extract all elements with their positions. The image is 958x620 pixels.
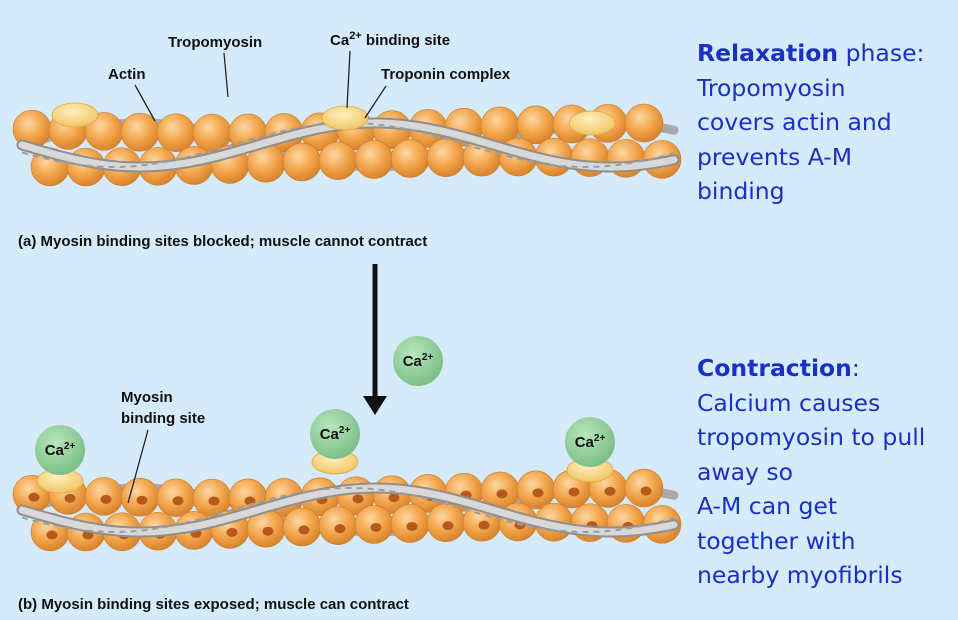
myosin-binding-site-dot <box>442 521 454 531</box>
panel-b-labels: Myosin binding site (b) Myosin binding s… <box>18 389 409 613</box>
myosin-binding-site-dot <box>568 487 580 497</box>
myosin-label-line1: Myosin <box>121 389 173 406</box>
actin-leader <box>134 84 156 122</box>
myosin-binding-site-dot <box>172 496 184 506</box>
actin-bead <box>282 142 322 182</box>
actin-filament-exposed <box>12 449 682 552</box>
transition-arrow <box>363 264 387 415</box>
troponin-leader <box>364 85 387 119</box>
relaxation-line: binding <box>697 177 785 205</box>
contraction-line: Calcium causes <box>697 388 881 417</box>
contraction-description: Contraction: Calcium causes tropomyosin … <box>697 351 925 593</box>
myosin-binding-site-dot <box>352 494 364 504</box>
myosin-binding-site-dot <box>370 522 382 532</box>
caption-a: (a) Myosin binding sites blocked; muscle… <box>18 233 427 250</box>
actin-bead <box>354 140 394 179</box>
actin-bead <box>156 113 196 153</box>
bound-calcium-circle <box>310 409 360 459</box>
actin-filament-blocked <box>12 102 682 187</box>
myosin-label-line2: binding site <box>121 410 205 427</box>
myosin-binding-site-dot <box>46 530 58 540</box>
contraction-line: A-M can get <box>697 492 838 520</box>
troponin-complex <box>321 105 369 131</box>
contraction-heading: Contraction: <box>697 354 860 382</box>
bound-calcium-circle <box>35 425 85 475</box>
caption-b: (b) Myosin binding sites exposed; muscle… <box>18 596 409 613</box>
tropomyosin-label: Tropomyosin <box>168 34 262 51</box>
contraction-line: away so <box>697 457 794 486</box>
myosin-binding-site-dot <box>496 489 508 499</box>
relaxation-heading: Relaxation phase: <box>697 39 925 67</box>
myosin-binding-site-dot <box>334 524 346 534</box>
contraction-line: tropomyosin to pull <box>697 423 926 451</box>
relaxation-line: prevents A-M <box>697 142 853 171</box>
contraction-line: nearby myofibrils <box>697 561 903 589</box>
troponin-complex <box>51 102 99 128</box>
actin-label: Actin <box>108 66 146 83</box>
svg-text:Ca2+: Ca2+ <box>403 352 434 370</box>
panel-a-labels: Tropomyosin Ca2+ binding site Actin Trop… <box>18 30 511 250</box>
tropomyosin-leader <box>223 52 229 98</box>
bound-calcium-label: Ca2+ <box>575 433 606 451</box>
myosin-binding-site-dot <box>28 492 40 502</box>
relaxation-line: covers actin and <box>697 108 892 136</box>
free-calcium-ion: Ca2+ <box>393 336 443 386</box>
ca-binding-site-label: Ca2+ binding site <box>330 30 450 49</box>
myosin-binding-site-dot <box>406 521 418 531</box>
actin-bead <box>624 103 664 143</box>
relaxation-description: Relaxation phase: Tropomyosin covers act… <box>697 36 924 209</box>
myosin-binding-site-dot <box>100 494 112 504</box>
myosin-binding-site-dot <box>136 495 148 505</box>
actin-bead <box>390 139 430 178</box>
myosin-binding-site-dot <box>64 493 76 503</box>
myosin-binding-site-dot <box>604 486 616 496</box>
myosin-binding-site-dot <box>226 527 238 537</box>
myosin-binding-site-dot <box>208 496 220 506</box>
actin-bead <box>426 138 466 177</box>
myosin-binding-site-dot <box>532 488 544 498</box>
actin-bead <box>516 105 556 145</box>
bound-calcium-label: Ca2+ <box>320 425 351 443</box>
troponin-complex-label: Troponin complex <box>381 66 511 83</box>
myosin-site-leader <box>127 429 149 504</box>
ca-site-leader <box>346 50 351 109</box>
bound-calcium-label: Ca2+ <box>45 441 76 459</box>
troponin-complex <box>568 110 616 136</box>
myosin-binding-site-dot <box>640 486 652 496</box>
bound-calcium-ions: Ca2+ Ca2+ Ca2+ <box>35 409 615 475</box>
myosin-binding-site-dot <box>298 525 310 535</box>
relaxation-line: Tropomyosin <box>697 73 846 102</box>
contraction-line: together with <box>697 526 856 555</box>
myosin-binding-site-dot <box>262 526 274 536</box>
tropomyosin-twist <box>21 487 675 533</box>
bound-calcium-circle <box>565 417 615 467</box>
myosin-binding-site-dot <box>478 520 490 530</box>
myosin-binding-site-dot <box>388 493 400 503</box>
actin-bead <box>318 141 358 180</box>
